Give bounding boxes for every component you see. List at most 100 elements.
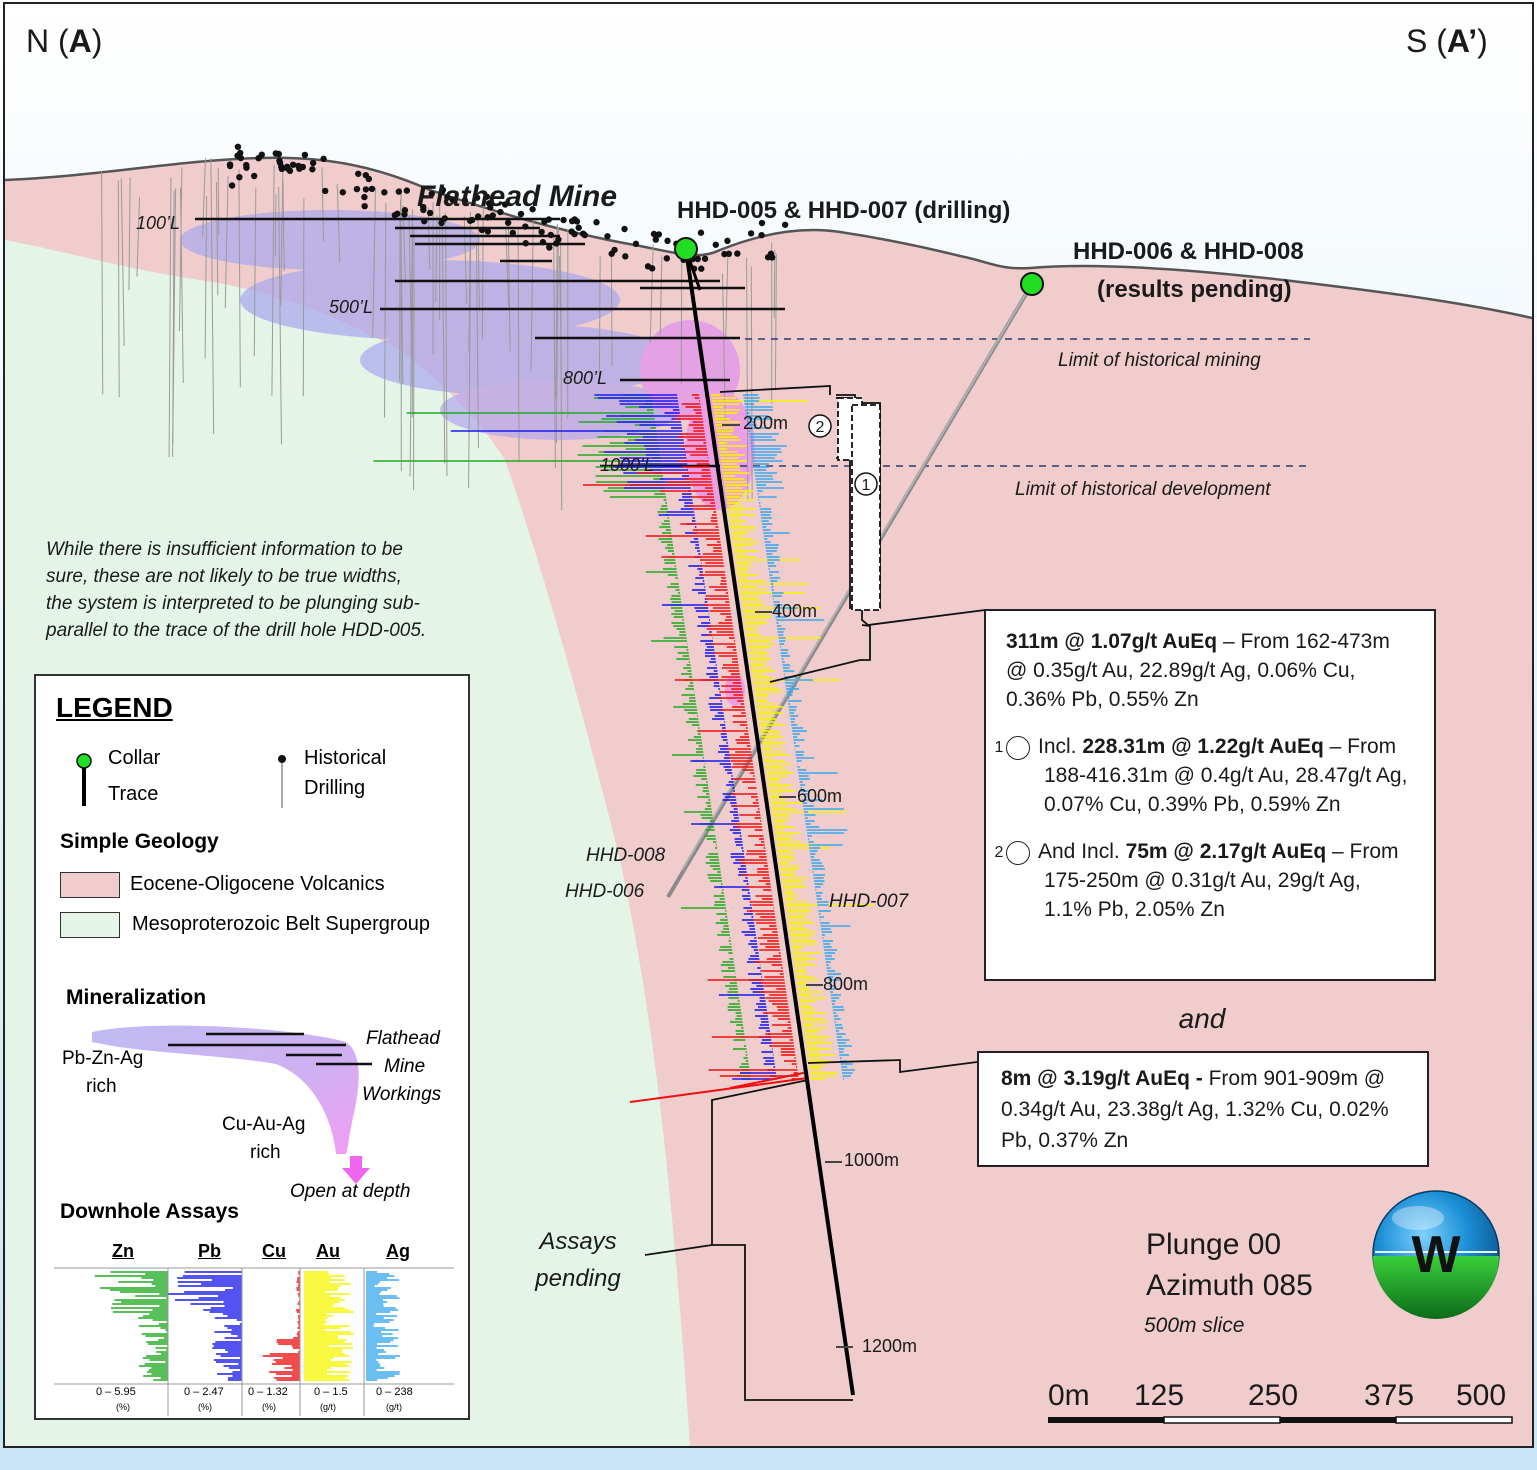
assays-pending-line2: pending xyxy=(534,1265,621,1292)
legend-panel: LEGEND Collar Trace Historical Drilling … xyxy=(34,674,470,1420)
legend-assay-ag: Ag xyxy=(386,1241,410,1261)
legend-unit-au: (g/t) xyxy=(320,1402,337,1412)
result-box-deep: 8m @ 3.19g/t AuEq - From 901-909m @ 0.34… xyxy=(977,1051,1429,1167)
legend-range-cu: 0 – 1.32 xyxy=(248,1386,288,1398)
legend-historical-label-1: Historical xyxy=(304,747,387,769)
legend-cuauag-2: rich xyxy=(250,1142,281,1163)
legend-historical-label-2: Drilling xyxy=(304,777,366,799)
incl-1-rest: – From 188-416.31m @ 0.4g/t Au, 28.47g/t… xyxy=(1044,735,1408,816)
hhd-005-trace xyxy=(684,249,855,1396)
legend-pbznag-2: rich xyxy=(86,1076,117,1097)
marker-2-label: 2 xyxy=(816,419,825,436)
scale-500: 500 xyxy=(1456,1379,1506,1412)
legend-range-pb: 0 – 2.47 xyxy=(184,1386,224,1398)
note-line-1: While there is insufficient information … xyxy=(46,539,403,560)
limit-development-label: Limit of historical development xyxy=(1015,479,1271,500)
limit-mining-label: Limit of historical mining xyxy=(1058,350,1261,371)
assays-pending-line1: Assays xyxy=(537,1228,616,1255)
legend-range-zn: 0 – 5.95 xyxy=(96,1386,136,1398)
legend-assay-cu: Cu xyxy=(262,1241,286,1261)
result-deep-rest: From 901-909m @ 0.34g/t Au, 23.38g/t Ag,… xyxy=(1001,1067,1389,1152)
legend-graphics xyxy=(54,753,454,1416)
legend-collar-icon xyxy=(76,753,92,769)
collar-2-label-line2: (results pending) xyxy=(1097,276,1292,303)
legend-trace-label: Trace xyxy=(108,783,159,805)
marker-1-circle xyxy=(854,472,878,496)
interval-1-box xyxy=(851,404,881,611)
incl-1-bold: 228.31m @ 1.22g/t AuEq xyxy=(1082,735,1324,758)
scale-125: 125 xyxy=(1134,1379,1184,1412)
scale-375: 375 xyxy=(1364,1379,1414,1412)
depth-1000-label: 1000m xyxy=(844,1150,899,1170)
depth-600-label: 600m xyxy=(797,786,842,806)
legend-mineral-shape xyxy=(92,1025,359,1154)
level-1000-label: 1000’L xyxy=(600,455,654,475)
note-line-3: the system is interpreted to be plunging… xyxy=(46,593,420,614)
hhd-007-label: HHD-007 xyxy=(829,891,910,912)
collar-hhd-006[interactable] xyxy=(1020,272,1044,296)
legend-assay-chart xyxy=(94,1271,400,1381)
marker-1-label: 1 xyxy=(862,477,871,494)
legend-assay-au: Au xyxy=(316,1241,340,1261)
legend-volcanics-swatch xyxy=(60,872,120,898)
legend-unit-pb: (%) xyxy=(198,1402,212,1412)
result-main-text: 311m @ 1.07g/t AuEq – From 162-473m @ 0.… xyxy=(1006,627,1414,714)
plunge-label: Plunge 00 xyxy=(1146,1228,1281,1261)
scale-0: 0m xyxy=(1048,1379,1090,1412)
south-label: S (A’) xyxy=(1406,23,1488,59)
result-incl-1: 1 Incl. 228.31m @ 1.22g/t AuEq – From 188… xyxy=(995,732,1414,819)
legend-assay-pb: Pb xyxy=(198,1241,222,1261)
legend-collar-label: Collar xyxy=(108,747,161,769)
depth-800-label: 800m xyxy=(823,974,868,994)
north-label: N (A) xyxy=(26,23,102,59)
topography-line xyxy=(4,156,1533,320)
note-line-2: sure, these are not likely to be true wi… xyxy=(46,566,402,587)
level-100-label: 100’L xyxy=(136,213,180,233)
compass-letter: W xyxy=(1411,1226,1461,1284)
legend-belt-swatch xyxy=(60,912,120,938)
legend-unit-zn: (%) xyxy=(116,1402,130,1412)
level-500-label: 500’L xyxy=(329,297,373,317)
downhole-assay-histograms xyxy=(373,394,874,1103)
result-deep-text: 8m @ 3.19g/t AuEq - From 901-909m @ 0.34… xyxy=(1001,1063,1405,1156)
mine-name-label: Flathead Mine xyxy=(417,180,617,213)
legend-assay-zn: Zn xyxy=(112,1241,134,1261)
legend-unit-ag: (g/t) xyxy=(386,1402,403,1412)
incl-2-rest: – From 175-250m @ 0.31g/t Au, 29g/t Ag, … xyxy=(1044,840,1399,921)
legend-flathead-3: Workings xyxy=(362,1084,442,1105)
legend-pbznag-1: Pb-Zn-Ag xyxy=(62,1048,144,1069)
collar-hhd-005[interactable] xyxy=(674,237,698,261)
scale-bar: 0m 125 250 375 500 xyxy=(1048,1379,1513,1424)
scale-250: 250 xyxy=(1248,1379,1298,1412)
legend-cuauag-1: Cu-Au-Ag xyxy=(222,1114,306,1135)
legend-flathead-1: Flathead xyxy=(366,1028,440,1049)
result-box-main: 311m @ 1.07g/t AuEq – From 162-473m @ 0.… xyxy=(984,609,1436,981)
legend-flathead-2: Mine xyxy=(384,1056,426,1077)
legend-title: LEGEND xyxy=(56,692,173,723)
incl-2-marker: 2 xyxy=(995,841,1030,865)
note-line-4: parallel to the trace of the drill hole … xyxy=(45,620,426,641)
marker-2-circle xyxy=(808,414,832,438)
slice-label: 500m slice xyxy=(1144,1314,1244,1337)
incl-1-prefix: Incl. xyxy=(1038,735,1083,758)
and-label: and xyxy=(1179,1003,1227,1034)
incl-1-marker: 1 xyxy=(995,736,1030,760)
legend-belt-label: Mesoproterozoic Belt Supergroup xyxy=(132,913,430,935)
level-800-label: 800’L xyxy=(563,368,607,388)
figure-frame xyxy=(3,2,1534,1448)
legend-mineralization-title: Mineralization xyxy=(66,986,207,1009)
depth-200-label: 200m xyxy=(743,413,788,433)
azimuth-label: Azimuth 085 xyxy=(1146,1269,1313,1302)
legend-volcanics-label: Eocene-Oligocene Volcanics xyxy=(130,873,385,895)
legend-unit-cu: (%) xyxy=(262,1402,276,1412)
legend-range-au: 0 – 1.5 xyxy=(314,1386,348,1398)
legend-historical-dot xyxy=(278,755,286,763)
historical-collars xyxy=(226,143,789,272)
historical-drill-traces xyxy=(101,158,777,511)
collar-2-label-line1: HHD-006 & HHD-008 xyxy=(1073,238,1304,265)
depth-ticks xyxy=(722,424,853,1348)
view-direction-globe: W xyxy=(1372,1190,1500,1319)
result-deep-bold: 8m @ 3.19g/t AuEq - xyxy=(1001,1067,1209,1090)
incl-2-prefix: And Incl. xyxy=(1038,840,1126,863)
